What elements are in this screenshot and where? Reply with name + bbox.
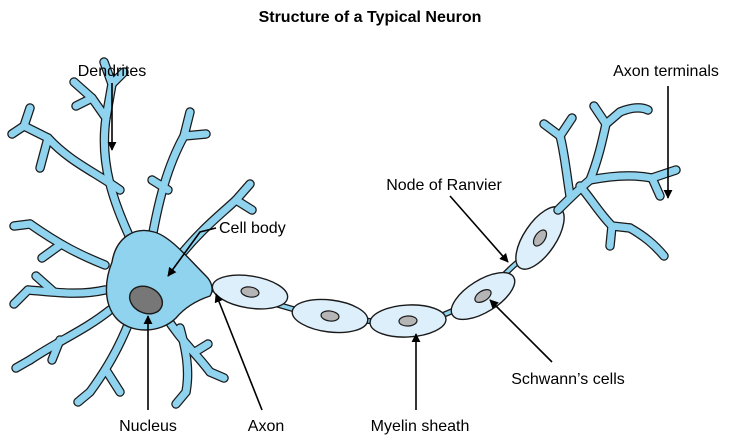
axon-pointer <box>216 294 262 410</box>
cell-body-shape <box>106 230 212 330</box>
schwann-cell <box>444 263 522 328</box>
dendrites-label: Dendrites <box>78 63 146 80</box>
node-of-ranvier-pointer <box>450 196 508 262</box>
axon-terminals <box>544 106 676 256</box>
schwann-cell <box>290 295 369 336</box>
myelin-sheath-label: Myelin sheath <box>371 418 470 435</box>
schwann-cell <box>369 303 447 339</box>
schwanns-cells-label: Schwann’s cells <box>511 371 625 388</box>
nucleus-label: Nucleus <box>119 418 177 435</box>
schwanns-cells-pointer <box>490 300 552 362</box>
diagram-title: Structure of a Typical Neuron <box>259 9 482 26</box>
cell-body-label: Cell body <box>219 220 286 237</box>
axon-terminals-label: Axon terminals <box>613 63 719 80</box>
node-of-ranvier-label: Node of Ranvier <box>386 177 502 194</box>
axon-label: Axon <box>248 418 284 435</box>
